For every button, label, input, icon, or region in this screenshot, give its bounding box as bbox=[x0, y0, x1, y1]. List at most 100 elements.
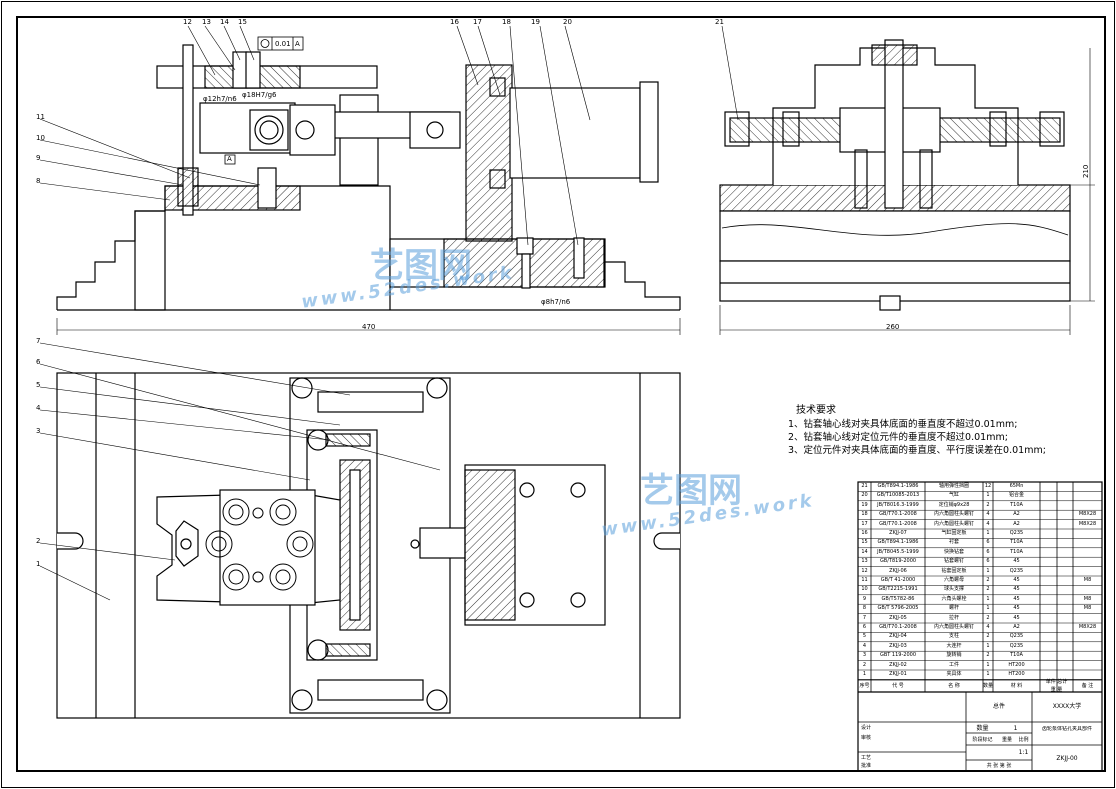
bom-cell-mat: 45 bbox=[1013, 577, 1020, 583]
bom-cell-name: 螺杆 bbox=[948, 605, 959, 612]
title-school: XXXX大学 bbox=[1052, 703, 1082, 710]
overall-height-side: 210 bbox=[1082, 164, 1090, 178]
bom-cell-code: ZKJJ-06 bbox=[889, 567, 907, 574]
bom-cell-no: 14 bbox=[861, 548, 868, 555]
bom-grid bbox=[857, 481, 1103, 772]
bom-cell-mat: 45 bbox=[1013, 558, 1020, 565]
bom-cell-mat: 铝合金 bbox=[1008, 492, 1024, 499]
part-number-13: 13 bbox=[202, 18, 211, 26]
bom-cell-mat: T10A bbox=[1010, 652, 1023, 659]
bom-header-mat: 材 料 bbox=[1010, 683, 1023, 689]
bom-cell-name: 衬套 bbox=[948, 539, 959, 546]
part-number-15: 15 bbox=[238, 18, 247, 26]
part-number-2: 2 bbox=[36, 537, 41, 545]
tech-req-item-1: 1、钻套轴心线对夹具体底面的垂直度不超过0.01mm; bbox=[788, 419, 1018, 430]
bom-cell-mat: 45 bbox=[1013, 605, 1020, 612]
bom-header-code: 代 号 bbox=[892, 683, 904, 689]
bom-cell-qty: 2 bbox=[986, 614, 990, 621]
bom-header-note: 备 注 bbox=[1081, 683, 1094, 689]
bom-cell-code: ZKJJ-05 bbox=[889, 614, 907, 621]
bom-cell-note: M8 bbox=[1083, 595, 1092, 602]
drill-bushings bbox=[205, 498, 314, 591]
part-number-17: 17 bbox=[473, 18, 482, 26]
bom-cell-mat: Q235 bbox=[1009, 567, 1024, 574]
overall-width-side: 260 bbox=[886, 323, 900, 331]
bom-cell-note: M8X28 bbox=[1078, 520, 1097, 527]
bom-cell-code: GB/T894.1-1986 bbox=[877, 483, 919, 489]
title-product-name: 齿轮泵体钻孔夹具部件 bbox=[1041, 726, 1092, 732]
part-number-6: 6 bbox=[36, 358, 41, 366]
bom-cell-code: ZKJJ-04 bbox=[889, 633, 907, 640]
datum-label: A bbox=[227, 155, 232, 163]
part-number-10: 10 bbox=[36, 134, 45, 142]
part-number-3: 3 bbox=[36, 427, 41, 435]
bom-cell-no: 17 bbox=[861, 520, 868, 527]
bom-cell-name: 定位销φ9x28 bbox=[938, 501, 970, 508]
bom-cell-qty: 2 bbox=[986, 633, 990, 640]
part-number-9: 9 bbox=[36, 154, 41, 162]
bom-cell-code: GB/T2215-1991 bbox=[878, 586, 918, 593]
title-weight-label: 重量 bbox=[1001, 737, 1012, 743]
title-sheet-label: 共 张 第 张 bbox=[986, 763, 1012, 769]
bom-cell-code: GB/T70.1-2008 bbox=[879, 511, 917, 518]
bom-cell-name: 六角头螺栓 bbox=[941, 595, 967, 602]
bom-cell-qty: 1 bbox=[986, 595, 990, 602]
part-number-8: 8 bbox=[36, 177, 41, 185]
part-number-4: 4 bbox=[36, 404, 41, 412]
bom-cell-no: 1 bbox=[862, 671, 867, 677]
title-approve-label: 批准 bbox=[860, 763, 871, 769]
bom-cell-no: 9 bbox=[862, 595, 867, 602]
side-view bbox=[719, 39, 1095, 335]
bom-cell-mat: T10A bbox=[1010, 548, 1023, 555]
bom-header-weight: 重 量 bbox=[1050, 687, 1063, 693]
bom-cell-code: ZKJJ-01 bbox=[889, 671, 907, 677]
bom-cell-qty: 4 bbox=[986, 511, 990, 518]
part-number-21: 21 bbox=[715, 18, 724, 26]
part-number-12: 12 bbox=[183, 18, 192, 26]
bom-cell-name: 内六角圆柱头螺钉 bbox=[933, 624, 974, 630]
bom-cell-mat: Q235 bbox=[1009, 530, 1024, 536]
bom-cell-qty: 2 bbox=[986, 586, 990, 593]
bom-cell-qty: 6 bbox=[986, 558, 990, 565]
bom-cell-no: 19 bbox=[861, 501, 868, 508]
bom-cell-no: 7 bbox=[862, 614, 867, 621]
bom-cell-qty: 4 bbox=[986, 520, 990, 527]
part-number-5: 5 bbox=[36, 381, 41, 389]
bom-cell-qty: 12 bbox=[984, 483, 992, 489]
bom-cell-name: 工件 bbox=[948, 661, 959, 668]
title-scale-value: 1:1 bbox=[1018, 749, 1029, 756]
bom-cell-mat: 45 bbox=[1013, 614, 1020, 621]
bom-cell-no: 12 bbox=[861, 567, 868, 574]
bom-cell-mat: A2 bbox=[1013, 511, 1020, 518]
part-number-11: 11 bbox=[36, 113, 45, 121]
bom-cell-qty: 1 bbox=[986, 671, 990, 677]
title-process-label: 工艺 bbox=[860, 755, 871, 761]
bom-header-unit-weight: 单件 总计 bbox=[1045, 679, 1068, 685]
bom-cell-name: 快换钻套 bbox=[943, 548, 964, 555]
inner-border bbox=[16, 16, 1106, 772]
watermark-cn-2: 艺图网 bbox=[640, 471, 742, 511]
bom-cell-name: 钻套固定板 bbox=[941, 567, 967, 574]
bom-cell-name: 旋转销 bbox=[946, 652, 962, 659]
bom-cell-code: GB/T5782-86 bbox=[881, 595, 915, 602]
bom-cell-mat: T10A bbox=[1010, 539, 1023, 546]
bom-cell-note: M8 bbox=[1083, 605, 1092, 612]
top-view bbox=[56, 372, 681, 719]
part-number-19: 19 bbox=[531, 18, 540, 26]
bom-cell-code: GB/T894.1-1986 bbox=[877, 539, 919, 546]
part-number-20: 20 bbox=[563, 18, 572, 26]
bom-cell-code: GB/T819-2000 bbox=[879, 558, 917, 565]
leader-lines bbox=[39, 25, 739, 601]
bom-cell-code: GB/T 5796-2005 bbox=[877, 605, 919, 612]
bom-cell-mat: 65Mn bbox=[1009, 483, 1024, 489]
bom-cell-name: 轴用弹性挡圈 bbox=[938, 483, 969, 489]
bom-cell-qty: 1 bbox=[986, 605, 990, 612]
bom-cell-qty: 2 bbox=[986, 577, 990, 583]
bom-cell-qty: 1 bbox=[986, 567, 990, 574]
bom-cell-mat: HT200 bbox=[1008, 671, 1025, 677]
bom-cell-name: 钻套螺钉 bbox=[943, 558, 964, 565]
bom-cell-note: M8X28 bbox=[1078, 511, 1097, 518]
bom-cell-no: 15 bbox=[861, 539, 868, 546]
bom-cell-name: 内六角圆柱头螺钉 bbox=[933, 520, 974, 527]
